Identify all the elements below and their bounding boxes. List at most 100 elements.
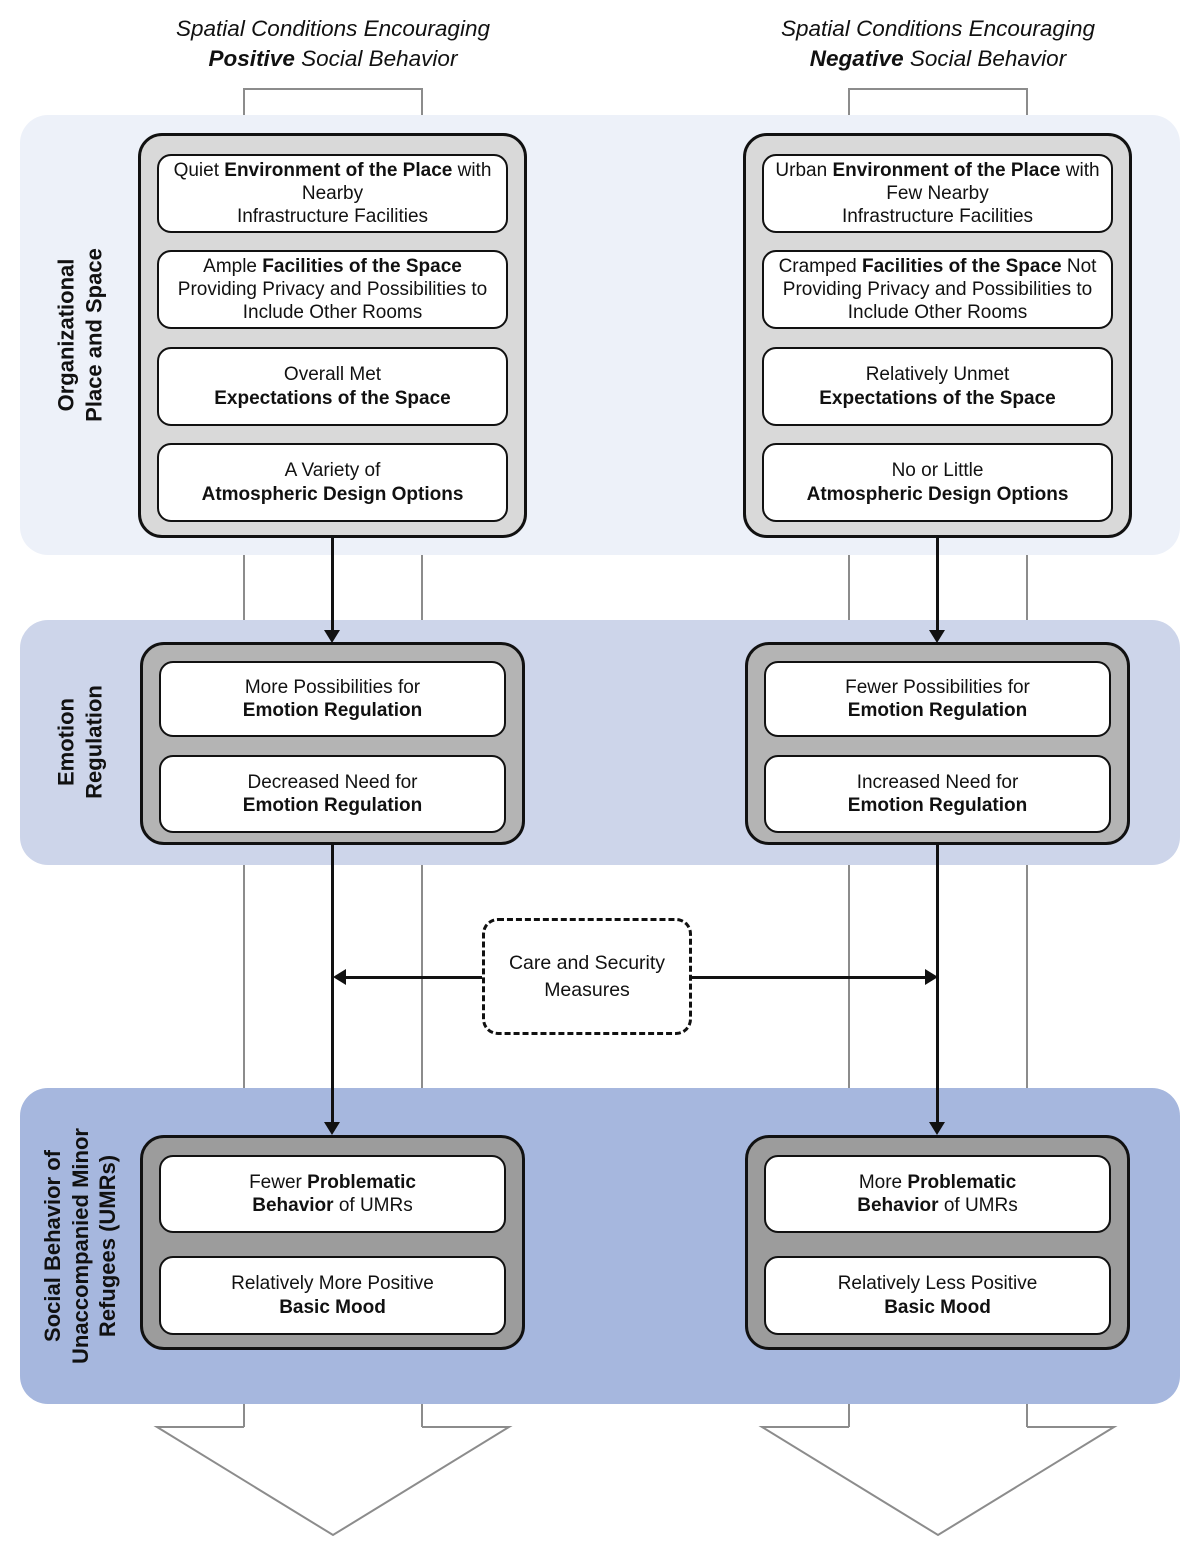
box-text-line: Urban Environment of the Place with xyxy=(770,159,1105,182)
header-line1: Spatial Conditions Encouraging xyxy=(176,16,490,41)
box-text-line: More Possibilities for xyxy=(167,676,498,699)
flow-box-environment-negative: Urban Environment of the Place with Few … xyxy=(762,154,1113,233)
container-social-behavior-positive: Fewer Problematic Behavior of UMRs Relat… xyxy=(140,1135,525,1350)
band-label-line: Social Behavior of xyxy=(39,1150,65,1342)
text-segment: Relatively Unmet xyxy=(865,364,1010,386)
text-segment: No or Little xyxy=(891,460,984,482)
text-segment: Atmospheric Design Options xyxy=(806,483,1069,505)
box-text-line: Behavior of UMRs xyxy=(772,1194,1103,1217)
band-label-line: Emotion xyxy=(53,698,79,787)
text-segment: Problematic xyxy=(907,1171,1017,1193)
text-segment: Emotion Regulation xyxy=(847,795,1028,816)
box-text-line: Include Other Rooms xyxy=(165,301,500,324)
text-segment: Problematic xyxy=(307,1171,416,1193)
flow-box-decreased-need: Decreased Need for Emotion Regulation xyxy=(159,755,506,833)
text-segment: Urban xyxy=(775,159,833,181)
text-segment: Basic Mood xyxy=(279,1296,386,1318)
text-segment: Include Other Rooms xyxy=(242,302,423,324)
band1-label: Organizational Place and Space xyxy=(53,248,108,422)
text-segment: Emotion Regulation xyxy=(847,700,1028,721)
text-segment: Increased Need for xyxy=(856,771,1019,793)
text-segment: Behavior xyxy=(252,1195,334,1216)
box-text-line: Relatively More Positive xyxy=(167,1272,498,1295)
down-arrowhead-icon xyxy=(324,630,340,643)
text-segment: Behavior xyxy=(857,1195,939,1216)
text-segment: Emotion Regulation xyxy=(242,795,423,816)
box-text-line: Expectations of the Space xyxy=(770,387,1105,410)
arrow-line-care-to-left-flow xyxy=(345,976,482,979)
flow-box-design-options-positive: A Variety of Atmospheric Design Options xyxy=(157,443,508,522)
band-label-line: Regulation xyxy=(81,685,106,799)
box-text-line: Include Other Rooms xyxy=(770,301,1105,324)
down-arrowhead-icon xyxy=(929,1122,945,1135)
box-text-line: Overall Met xyxy=(165,363,500,386)
band-label-line: Refugees (UMRs) xyxy=(94,1154,120,1338)
flow-box-fewer-problematic: Fewer Problematic Behavior of UMRs xyxy=(159,1155,506,1233)
box-text-line: Emotion Regulation xyxy=(772,794,1103,817)
flow-box-fewer-possibilities: Fewer Possibilities for Emotion Regulati… xyxy=(764,661,1111,737)
band2-label: Emotion Regulation xyxy=(53,685,108,799)
flow-box-expectations-positive: Overall Met Expectations of the Space xyxy=(157,347,508,426)
text-segment: Relatively Less Positive xyxy=(837,1273,1038,1295)
container-place-space-positive: Quiet Environment of the Place with Near… xyxy=(138,133,527,538)
text-segment: Not xyxy=(1061,255,1097,277)
flow-box-expectations-negative: Relatively Unmet Expectations of the Spa… xyxy=(762,347,1113,426)
text-segment: Environment of the Place xyxy=(832,159,1061,181)
box-text-line: Expectations of the Space xyxy=(165,387,500,410)
header-negative-column: Spatial Conditions Encouraging Negative … xyxy=(738,14,1138,73)
flow-box-more-positive-mood: Relatively More Positive Basic Mood xyxy=(159,1256,506,1335)
box-text-line: No or Little xyxy=(770,459,1105,482)
box-text-line: Infrastructure Facilities xyxy=(165,205,500,228)
text-segment: Nearby xyxy=(301,182,364,204)
text-segment: More Possibilities for xyxy=(244,676,421,698)
box-text-line: Atmospheric Design Options xyxy=(770,483,1105,506)
header-rest: Social Behavior xyxy=(294,45,458,71)
text-segment: Decreased Need for xyxy=(247,771,418,793)
box-text-line: Emotion Regulation xyxy=(167,699,498,722)
left-arrowhead-icon xyxy=(333,969,346,985)
box-text-line: Quiet Environment of the Place with xyxy=(165,159,500,182)
text-segment: Providing Privacy and Possibilities to xyxy=(782,278,1093,300)
box-text-line: Emotion Regulation xyxy=(167,794,498,817)
flow-box-more-problematic: More Problematic Behavior of UMRs xyxy=(764,1155,1111,1233)
down-arrowhead-icon xyxy=(929,630,945,643)
text-segment: Quiet xyxy=(173,159,225,181)
text-segment: Expectations of the Space xyxy=(214,387,451,409)
text-segment: Basic Mood xyxy=(884,1296,991,1318)
header-line1: Spatial Conditions Encouraging xyxy=(781,16,1095,41)
box-text-line: Decreased Need for xyxy=(167,771,498,794)
container-social-behavior-negative: More Problematic Behavior of UMRs Relati… xyxy=(745,1135,1130,1350)
text-segment: of UMRs xyxy=(333,1195,413,1216)
flow-box-design-options-negative: No or Little Atmospheric Design Options xyxy=(762,443,1113,522)
band-label-line: Place and Space xyxy=(81,248,106,422)
box-text-line: Nearby xyxy=(165,182,500,205)
box-text-line: Relatively Unmet xyxy=(770,363,1105,386)
arrow-line-care-to-right-flow xyxy=(692,976,926,979)
container-emotion-regulation-negative: Fewer Possibilities for Emotion Regulati… xyxy=(745,642,1130,845)
header-line2: Negative Social Behavior xyxy=(738,44,1138,74)
box-text-line: Emotion Regulation xyxy=(772,699,1103,722)
container-emotion-regulation-positive: More Possibilities for Emotion Regulatio… xyxy=(140,642,525,845)
box-text-line: Atmospheric Design Options xyxy=(165,483,500,506)
flow-box-increased-need: Increased Need for Emotion Regulation xyxy=(764,755,1111,833)
care-box-line: Care and Security xyxy=(508,952,666,975)
down-arrowhead-icon xyxy=(324,1122,340,1135)
text-segment: with xyxy=(1060,159,1100,181)
box-text-line: Few Nearby xyxy=(770,182,1105,205)
text-segment: Emotion Regulation xyxy=(242,700,423,721)
text-segment: Providing Privacy and Possibilities to xyxy=(177,278,488,300)
text-segment: of UMRs xyxy=(938,1195,1018,1216)
flow-box-facilities-negative: Cramped Facilities of the Space Not Prov… xyxy=(762,250,1113,329)
text-segment: Fewer xyxy=(249,1171,308,1193)
text-segment: Cramped xyxy=(778,255,862,277)
box-text-line: Relatively Less Positive xyxy=(772,1272,1103,1295)
box-text-line: Behavior of UMRs xyxy=(167,1194,498,1217)
text-segment: Ample xyxy=(203,255,263,277)
text-segment: Infrastructure Facilities xyxy=(841,206,1034,228)
box-text-line: Increased Need for xyxy=(772,771,1103,794)
header-rest: Social Behavior xyxy=(903,45,1067,71)
band-label-line: Unaccompanied Minor xyxy=(67,1128,93,1364)
box-text-line: Fewer Possibilities for xyxy=(772,676,1103,699)
text-segment: Expectations of the Space xyxy=(819,387,1056,409)
